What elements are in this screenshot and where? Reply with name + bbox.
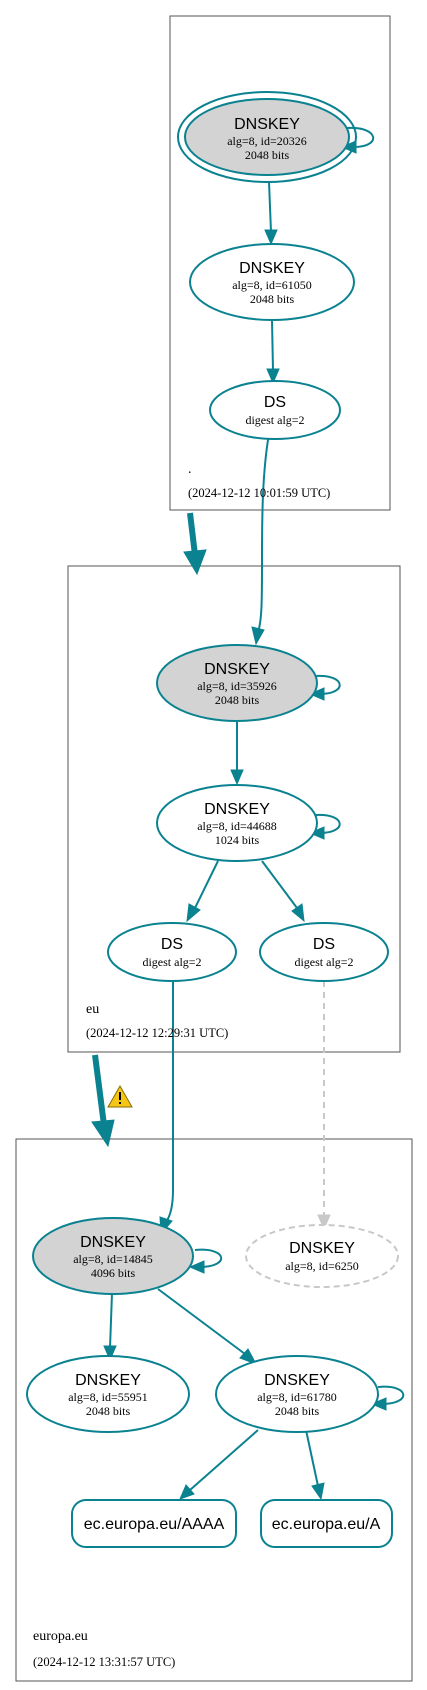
delegation-edge-eu-europa <box>92 1054 107 1126</box>
node-digest: digest alg=2 <box>142 955 201 969</box>
node-bits: 4096 bits <box>91 1266 136 1280</box>
node-alg-id: alg=8, id=35926 <box>197 679 277 693</box>
node-alg-id: alg=8, id=55951 <box>68 1390 148 1404</box>
zone-timestamp-europa-eu: (2024-12-12 13:31:57 UTC) <box>33 1655 175 1669</box>
self-loop-eu-ksk <box>314 674 341 695</box>
node-bits: 1024 bits <box>215 833 260 847</box>
node-bits: 2048 bits <box>215 693 260 707</box>
arrowhead <box>230 769 244 786</box>
arrowhead <box>370 1397 387 1411</box>
node-title: DNSKEY <box>289 1240 355 1257</box>
arrowhead <box>183 549 207 576</box>
zone-name-eu: eu <box>86 1002 99 1017</box>
arrowhead <box>186 903 201 923</box>
node-alg-id: alg=8, id=6250 <box>285 1259 359 1273</box>
edge-zsk-to-ds-root <box>271 319 274 372</box>
node-bits: 2048 bits <box>86 1404 131 1418</box>
self-loop-root-ksk <box>346 126 375 149</box>
node-ds-eu-left[interactable]: DS digest alg=2 <box>107 922 237 982</box>
node-dnskey-root-ksk[interactable]: DNSKEY alg=8, id=20326 2048 bits <box>177 91 357 183</box>
node-ds-root[interactable]: DS digest alg=2 <box>209 380 341 440</box>
arrowhead <box>264 229 278 246</box>
zone-name-root: . <box>188 462 192 477</box>
arrowhead <box>308 826 325 840</box>
edge-europa-ksk-to-zsk-right <box>157 1288 246 1355</box>
rrset-label: ec.europa.eu/A <box>272 1516 381 1533</box>
node-ds-eu-right[interactable]: DS digest alg=2 <box>259 922 389 982</box>
node-title: DNSKEY <box>239 260 305 277</box>
rrset-ec-europa-eu-aaaa[interactable]: ec.europa.eu/AAAA <box>71 1499 237 1548</box>
node-title: DS <box>161 936 183 953</box>
zone-timestamp-root: (2024-12-12 10:01:59 UTC) <box>188 486 330 500</box>
node-bits: 2048 bits <box>245 148 290 162</box>
node-digest: digest alg=2 <box>245 413 304 427</box>
edge-eu-zsk-to-ds-right <box>261 860 298 909</box>
arrowhead <box>291 903 305 923</box>
rrset-label: ec.europa.eu/AAAA <box>84 1516 225 1533</box>
node-dnskey-europa-zsk-right[interactable]: DNSKEY alg=8, id=61780 2048 bits <box>215 1355 379 1433</box>
edge-zsk-to-rrset-a <box>305 1429 319 1487</box>
edge-ksk-to-zsk-root <box>268 181 272 233</box>
arrowhead <box>317 1214 331 1231</box>
node-dnskey-eu-zsk[interactable]: DNSKEY alg=8, id=44688 1024 bits <box>156 784 318 862</box>
node-dnskey-europa-ksk[interactable]: DNSKEY alg=8, id=14845 4096 bits <box>32 1217 194 1295</box>
edge-eu-zsk-to-ds-left <box>194 860 219 909</box>
node-bits: 2048 bits <box>275 1404 320 1418</box>
node-title: DS <box>264 394 286 411</box>
warning-triangle-icon[interactable] <box>107 1084 133 1108</box>
node-title: DNSKEY <box>80 1234 146 1251</box>
node-alg-id: alg=8, id=44688 <box>197 819 277 833</box>
node-dnskey-europa-missing[interactable]: DNSKEY alg=8, id=6250 <box>245 1224 399 1288</box>
arrowhead <box>251 626 265 646</box>
arrowhead <box>311 1482 325 1501</box>
arrowhead <box>179 1484 195 1500</box>
edge-europa-ksk-to-zsk-left <box>109 1292 113 1349</box>
node-title: DNSKEY <box>204 661 270 678</box>
node-bits: 2048 bits <box>250 292 295 306</box>
node-alg-id: alg=8, id=61050 <box>232 278 312 292</box>
arrowhead <box>91 1119 115 1148</box>
arrowhead <box>103 1345 117 1362</box>
rrset-ec-europa-eu-a[interactable]: ec.europa.eu/A <box>260 1499 393 1548</box>
node-alg-id: alg=8, id=20326 <box>227 134 307 148</box>
self-loop-europa-zsk <box>377 1385 405 1405</box>
self-loop-europa-ksk <box>194 1248 223 1268</box>
edge-root-ds-to-eu-ksk <box>257 427 271 633</box>
node-title: DNSKEY <box>204 801 270 818</box>
node-dnskey-europa-zsk-left[interactable]: DNSKEY alg=8, id=55951 2048 bits <box>26 1355 190 1433</box>
node-title: DS <box>313 936 335 953</box>
node-title: DNSKEY <box>234 116 300 133</box>
node-dnskey-root-zsk[interactable]: DNSKEY alg=8, id=61050 2048 bits <box>189 243 355 321</box>
arrowhead <box>188 1260 205 1274</box>
node-alg-id: alg=8, id=14845 <box>73 1252 153 1266</box>
arrowhead <box>308 687 325 701</box>
node-digest: digest alg=2 <box>294 955 353 969</box>
edge-zsk-to-rrset-aaaa <box>189 1429 259 1491</box>
node-dnskey-eu-ksk[interactable]: DNSKEY alg=8, id=35926 2048 bits <box>156 644 318 722</box>
delegation-edge-root-eu <box>187 512 198 556</box>
arrowhead <box>239 1348 258 1365</box>
zone-timestamp-eu: (2024-12-12 12:29:31 UTC) <box>86 1026 228 1040</box>
node-title: DNSKEY <box>264 1372 330 1389</box>
self-loop-eu-zsk <box>314 813 341 834</box>
zone-name-europa-eu: europa.eu <box>33 1629 88 1644</box>
node-alg-id: alg=8, id=61780 <box>257 1390 337 1404</box>
arrowhead <box>266 368 280 385</box>
node-title: DNSKEY <box>75 1372 141 1389</box>
